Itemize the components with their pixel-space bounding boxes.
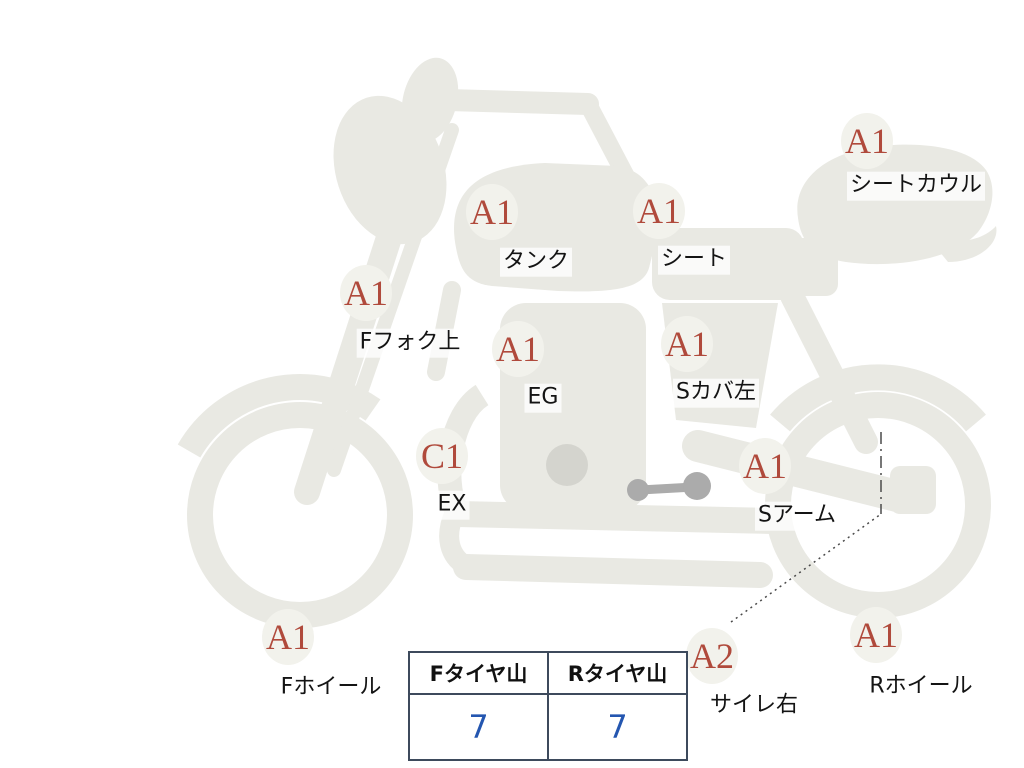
grade-text: A2	[690, 636, 734, 676]
tire-column-header: Rタイヤ山	[547, 651, 688, 695]
exhaust-lower-pipe-shape	[453, 554, 773, 588]
grade-badge: A1	[841, 113, 893, 169]
grade-text: A1	[845, 121, 889, 161]
footpeg-left-shape	[627, 479, 649, 501]
engine-case-shape	[546, 444, 588, 486]
silencer-pointer-dotted-line	[730, 513, 882, 623]
grade-badge: A1	[739, 438, 791, 494]
part-label: Rホイール	[866, 672, 976, 702]
part-label: サイレ右	[706, 691, 802, 721]
part-label: タンク	[499, 247, 573, 277]
grade-text: A1	[637, 191, 681, 231]
axle-plate-shape	[890, 466, 936, 514]
tire-column-header: Fタイヤ山	[408, 651, 549, 695]
grade-badge: A1	[466, 184, 518, 240]
part-label: Sカバ左	[673, 378, 759, 408]
tire-tread-value: 7	[547, 693, 688, 761]
part-label: シートカウル	[846, 171, 986, 201]
part-label: Fフォク上	[356, 328, 464, 358]
part-label: Sアーム	[755, 501, 839, 531]
headlight-shape	[401, 57, 459, 143]
exhaust-upper-pipe-shape	[445, 501, 785, 534]
grade-text: A1	[344, 273, 388, 313]
grade-text: A1	[854, 615, 898, 655]
seat-cowl-tail-shape	[930, 226, 997, 262]
grade-badge: A1	[850, 607, 902, 663]
grade-badge: C1	[416, 428, 468, 484]
grade-text: A1	[470, 192, 514, 232]
grade-text: C1	[420, 436, 463, 476]
part-label: EX	[434, 490, 470, 520]
grade-text: A1	[743, 446, 787, 486]
part-label: Fホイール	[277, 673, 385, 703]
grade-badge: A2	[686, 628, 738, 684]
handlebar-shape	[437, 89, 599, 115]
grade-badge: A1	[340, 265, 392, 321]
annotation-lines	[730, 432, 882, 623]
grade-badge: A1	[661, 316, 713, 372]
swingarm-shape	[682, 430, 921, 514]
part-label: EG	[524, 383, 562, 413]
rear-frame-shape	[780, 284, 878, 454]
grade-text: A1	[665, 324, 709, 364]
footpeg-right-shape	[683, 472, 711, 500]
grade-text: A1	[496, 329, 540, 369]
part-label: シート	[657, 245, 731, 275]
grade-badge: A1	[492, 321, 544, 377]
rear-fender-shape	[770, 364, 986, 432]
grade-badge: A1	[262, 609, 314, 665]
grade-text: A1	[266, 617, 310, 657]
tire-tread-value: 7	[408, 693, 549, 761]
grade-badge: A1	[633, 183, 685, 239]
